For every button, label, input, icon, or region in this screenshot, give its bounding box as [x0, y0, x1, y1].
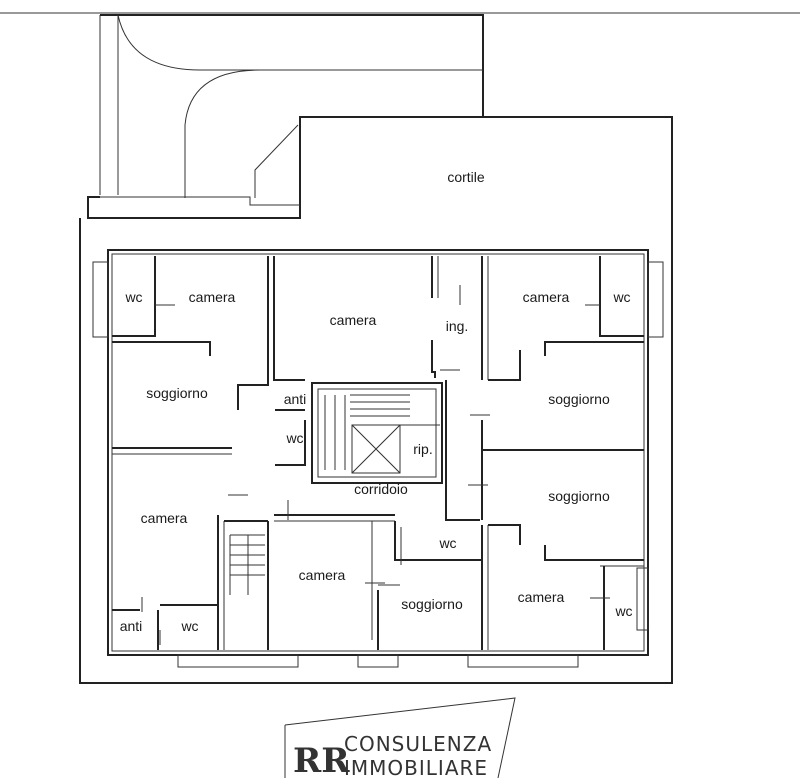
label-camera-top-right: camera — [523, 289, 570, 305]
label-camera-bottom-right: camera — [518, 589, 565, 605]
logo-mark: RR — [293, 741, 350, 778]
label-soggiorno-right-upper: soggiorno — [548, 391, 610, 407]
label-wc-bottom-center: wc — [438, 535, 456, 551]
label-ingresso: ing. — [446, 318, 469, 334]
label-wc-bottom-left: wc — [180, 618, 198, 634]
label-cortile: cortile — [447, 169, 485, 185]
label-anti-center: anti — [284, 391, 307, 407]
label-soggiorno-bottom-center: soggiorno — [401, 596, 463, 612]
label-wc-center: wc — [285, 430, 303, 446]
label-wc-top-left: wc — [124, 289, 142, 305]
logo-line-1: CONSULENZA — [344, 732, 492, 756]
label-anti-bottom-left: anti — [120, 618, 143, 634]
label-wc-bottom-right: wc — [614, 603, 632, 619]
courtyard-outline — [79, 116, 673, 684]
label-camera-top-center: camera — [330, 312, 377, 328]
label-camera-bottom-center: camera — [299, 567, 346, 583]
logo-line-2: IMMOBILIARE — [344, 756, 488, 778]
label-corridoio: corridoio — [354, 481, 408, 497]
building-outer-walls — [92, 249, 664, 668]
company-logo: RR CONSULENZA IMMOBILIARE — [284, 697, 516, 778]
ramp-area — [87, 14, 484, 219]
label-wc-top-right: wc — [612, 289, 630, 305]
label-camera-left-lower: camera — [141, 510, 188, 526]
interior-walls — [112, 256, 644, 650]
label-soggiorno-left: soggiorno — [146, 385, 208, 401]
room-labels: cortile camera wc camera ing. camera wc … — [120, 169, 633, 634]
label-ripostiglio: rip. — [413, 441, 432, 457]
label-soggiorno-right-mid: soggiorno — [548, 488, 610, 504]
label-camera-top-left: camera — [189, 289, 236, 305]
